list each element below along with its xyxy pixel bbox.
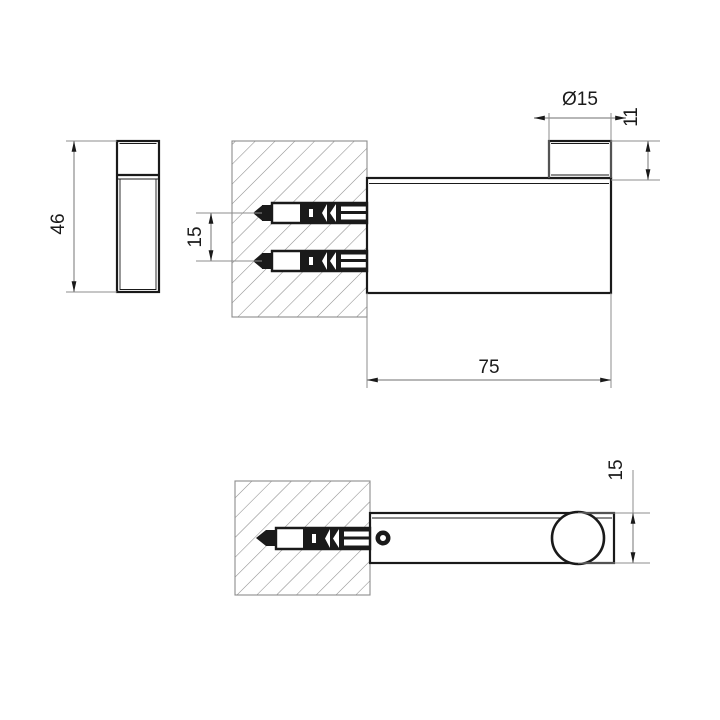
anchor2-rib-5 (336, 252, 341, 270)
wall-anchor-lower (253, 249, 369, 273)
knob-outline (547, 139, 613, 180)
anchor-plan-collar-bottom (344, 545, 370, 549)
dimension-projection-75: 75 (366, 293, 612, 388)
dimension-value-diameter-15: Ø15 (562, 89, 598, 110)
knob-circle-outline (550, 510, 606, 566)
anchor2-rib-3 (320, 252, 327, 270)
anchor2-collar-mid (341, 259, 367, 262)
anchor2-rib-1-bottom (309, 265, 313, 270)
dimension-value-11: 11 (621, 107, 642, 127)
anchor-screw-threaded-neck (262, 205, 272, 221)
anchor-plan-screw-neck (266, 530, 276, 546)
anchor-rib-1 (300, 204, 309, 222)
anchor2-rib-1 (300, 252, 309, 270)
anchor2-rib-4 (327, 252, 336, 270)
anchor-plan-rib-1-bottom (312, 543, 316, 548)
dimension-height-46: 46 (48, 140, 117, 293)
anchor-rib-3 (320, 204, 327, 222)
anchor-collar-mid (341, 211, 367, 214)
anchor-plan-rib-1 (303, 529, 312, 548)
dimension-value-75: 75 (478, 357, 499, 378)
anchor-plan-rib-2 (316, 529, 323, 548)
knob-stud-front (547, 139, 613, 180)
anchor-rib-4 (327, 204, 336, 222)
anchor-plan-rib-4 (330, 529, 339, 548)
set-screw-inner (380, 535, 386, 541)
anchor2-collar-top (341, 251, 367, 255)
anchor-collar-bottom (341, 219, 367, 223)
anchor-plan-collar-top (344, 528, 370, 532)
wall-section-front (231, 140, 368, 318)
dimension-value-anchor-15: 15 (185, 226, 206, 247)
anchor2-rib-1-top (309, 252, 313, 257)
dimension-value-46: 46 (48, 213, 69, 234)
plan-section-view (234, 480, 616, 596)
front-section-view (231, 139, 613, 318)
anchor2-screw-threaded-neck (262, 253, 272, 269)
anchor-plan-screw-tip (256, 530, 266, 546)
anchor-plan-rib-3 (323, 529, 330, 548)
dimension-diameter-15: Ø15 (534, 89, 626, 178)
wall-anchor-upper (253, 201, 369, 225)
anchor-rib-1-bottom (309, 217, 313, 222)
anchor2-rib-2 (313, 252, 320, 270)
anchor-plan-collar-mid (344, 536, 370, 540)
wall-hatch-fill (232, 141, 367, 317)
wall-anchor-plan (256, 526, 372, 551)
dimension-knob-height-11: 11 (611, 107, 660, 181)
anchor-rib-2 (313, 204, 320, 222)
side-profile-view (115, 139, 161, 294)
dimension-plan-width-15: 15 (578, 459, 650, 564)
anchor-collar-top (341, 203, 367, 207)
anchor-plan-rib-1-top (312, 529, 316, 534)
hook-body-front (365, 176, 613, 295)
anchor-rib-1-top (309, 204, 313, 209)
knob-circle-plan (550, 510, 606, 566)
body-outline (365, 176, 613, 295)
anchor-rib-5 (336, 204, 341, 222)
dimension-anchor-spacing-15: 15 (185, 212, 262, 262)
dimension-value-plan-15: 15 (606, 459, 627, 480)
anchor-plan-rib-5 (339, 529, 344, 548)
profile-body-outline (115, 139, 161, 294)
anchor2-collar-bottom (341, 267, 367, 271)
set-screw-hole-plan (375, 530, 391, 546)
